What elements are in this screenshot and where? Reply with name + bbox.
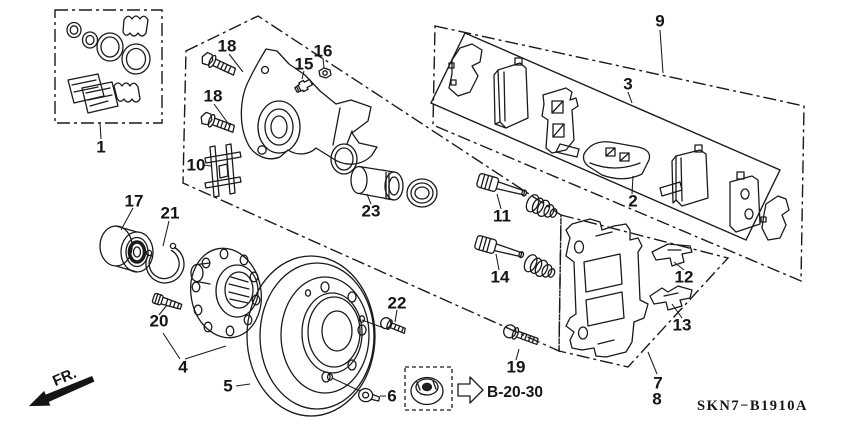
brake-pad-left bbox=[493, 57, 529, 129]
shim-plates-icon bbox=[67, 73, 119, 114]
bracket-assembly bbox=[503, 218, 693, 358]
callout-9[interactable]: 9 bbox=[655, 12, 664, 31]
brake-pad-right bbox=[659, 144, 709, 207]
pin-boot-14 bbox=[523, 254, 556, 278]
seal-kit-box bbox=[54, 9, 163, 124]
pad-clip-12 bbox=[651, 243, 693, 267]
callout-15[interactable]: 15 bbox=[295, 55, 314, 74]
bleed-port bbox=[260, 65, 270, 75]
slide-pin-14 bbox=[474, 235, 525, 259]
snap-ring-21 bbox=[145, 242, 185, 284]
callout-16[interactable]: 16 bbox=[314, 42, 333, 61]
callout-8[interactable]: 8 bbox=[652, 390, 661, 409]
seal-washer-icon bbox=[66, 21, 82, 39]
dust-seal-icon bbox=[121, 43, 151, 75]
caliper-assembly bbox=[200, 48, 438, 208]
callout-18[interactable]: 18 bbox=[204, 87, 223, 106]
callout-5[interactable]: 5 bbox=[223, 377, 232, 396]
small-boot-icon bbox=[113, 82, 141, 103]
caliper-body bbox=[240, 48, 378, 165]
pin-boot-11 bbox=[525, 194, 558, 218]
callout-23[interactable]: 23 bbox=[362, 202, 381, 221]
pad-shim-left bbox=[448, 43, 483, 97]
callout-17[interactable]: 17 bbox=[125, 192, 144, 211]
pad-shim-right bbox=[760, 195, 790, 241]
diagram-code: SKN7−B1910A bbox=[697, 398, 808, 414]
slide-pin-11 bbox=[476, 173, 528, 197]
pad-retainer-10 bbox=[204, 143, 242, 198]
callout-10[interactable]: 10 bbox=[187, 156, 206, 175]
caliper-bolt-18b bbox=[200, 111, 235, 133]
bracket-group-box bbox=[558, 214, 730, 368]
callout-18[interactable]: 18 bbox=[218, 37, 237, 56]
pad-carrier-clip bbox=[541, 87, 580, 158]
pad-set-contents bbox=[448, 43, 790, 241]
brake-disc-5 bbox=[246, 255, 376, 417]
grease-packet-2 bbox=[582, 141, 651, 180]
callout-7[interactable]: 7 bbox=[653, 374, 662, 393]
callout-13[interactable]: 13 bbox=[673, 316, 692, 335]
bracket-bolt-19 bbox=[503, 324, 539, 346]
wheel-bolt-22 bbox=[380, 317, 406, 334]
flange-nut bbox=[410, 376, 444, 406]
callout-4[interactable]: 4 bbox=[178, 358, 188, 377]
hub-bearing-group bbox=[99, 225, 262, 339]
fr-direction-arrow: FR. bbox=[28, 365, 95, 407]
hub-bolt-20 bbox=[151, 292, 183, 310]
callout-14[interactable]: 14 bbox=[491, 268, 510, 287]
pad-kit-outer-box bbox=[432, 25, 805, 283]
caliper-bolt-18a bbox=[201, 51, 237, 76]
reference-arrow-icon bbox=[457, 376, 484, 404]
nut-reference-box bbox=[404, 366, 453, 411]
callout-20[interactable]: 20 bbox=[150, 312, 169, 331]
callout-1[interactable]: 1 bbox=[96, 138, 105, 157]
piston-boot bbox=[406, 178, 438, 208]
callout-12[interactable]: 12 bbox=[675, 268, 694, 287]
caliper-bracket bbox=[565, 218, 649, 358]
callout-6[interactable]: 6 bbox=[387, 387, 396, 406]
piston-23 bbox=[350, 165, 404, 201]
pad-backing-plate bbox=[729, 171, 761, 233]
seal-kit-contents bbox=[66, 15, 151, 114]
callout-3[interactable]: 3 bbox=[623, 75, 632, 94]
boot-icon bbox=[122, 15, 149, 37]
caliper-bore bbox=[257, 100, 301, 154]
callout-22[interactable]: 22 bbox=[388, 294, 407, 313]
callout-21[interactable]: 21 bbox=[161, 204, 180, 223]
disc-screw-6 bbox=[357, 387, 381, 403]
bleed-screw-15 bbox=[294, 78, 314, 93]
piston-seal-icon bbox=[96, 32, 124, 62]
bleed-cap-16 bbox=[318, 67, 332, 79]
slide-pin-group bbox=[474, 173, 558, 278]
callout-19[interactable]: 19 bbox=[507, 358, 526, 377]
pad-clip-13 bbox=[649, 285, 693, 311]
reference-link[interactable]: B-20-30 bbox=[487, 384, 543, 401]
callout-2[interactable]: 2 bbox=[628, 192, 637, 211]
leader-lines bbox=[99, 29, 685, 397]
hub-4 bbox=[190, 247, 262, 339]
fr-arrow-icon bbox=[28, 375, 95, 407]
callout-11[interactable]: 11 bbox=[493, 207, 511, 226]
pad-set-inner-box bbox=[430, 32, 781, 241]
disc-group bbox=[246, 255, 484, 417]
wheel-bearing-17 bbox=[99, 225, 154, 273]
piston-seal-ring bbox=[330, 143, 358, 175]
